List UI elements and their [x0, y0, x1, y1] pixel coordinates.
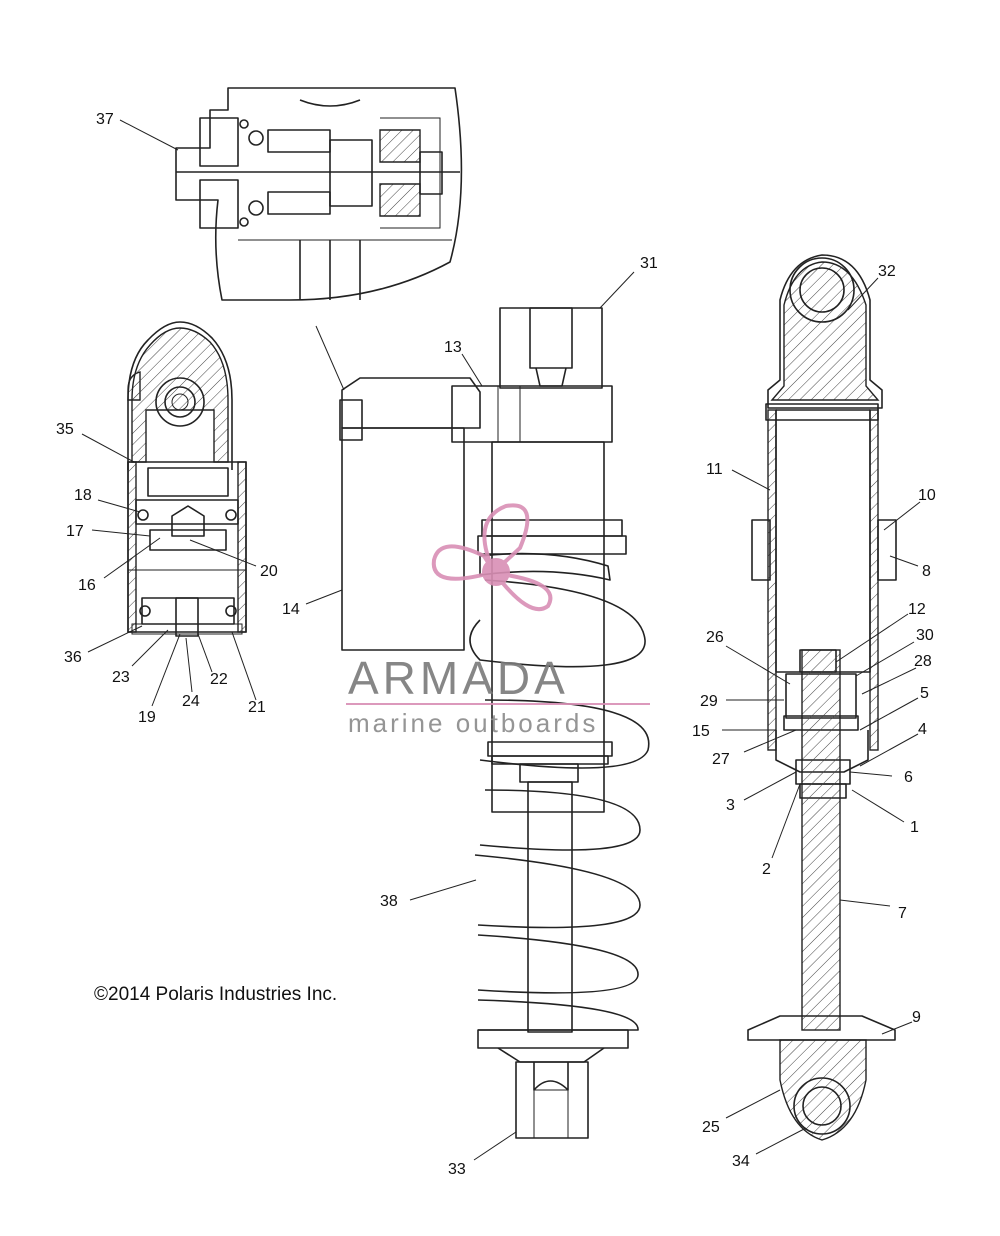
callout-8: 8 [922, 563, 931, 580]
callout-13: 13 [444, 339, 462, 356]
callout-19: 19 [138, 709, 156, 726]
callout-21: 21 [248, 699, 266, 716]
callout-4: 4 [918, 721, 927, 738]
callout-leaders [81, 119, 921, 1161]
callout-18: 18 [74, 487, 92, 504]
watermark-brand: ARMADA [348, 652, 569, 704]
callout-22: 22 [210, 671, 228, 688]
callout-7: 7 [898, 905, 907, 922]
callout-23: 23 [112, 669, 130, 686]
watermark-tagline: marine outboards [348, 708, 598, 738]
callout-25: 25 [702, 1119, 720, 1136]
copyright-notice: ©2014 Polaris Industries Inc. [94, 984, 337, 1005]
callout-29: 29 [700, 693, 718, 710]
callout-36: 36 [64, 649, 82, 666]
callout-26: 26 [706, 629, 724, 646]
callout-27: 27 [712, 751, 730, 768]
callout-24: 24 [182, 693, 200, 710]
callout-2: 2 [762, 861, 771, 878]
callout-3: 3 [726, 797, 735, 814]
callout-37: 37 [96, 111, 114, 128]
callout-10: 10 [918, 487, 936, 504]
callout-12: 12 [908, 601, 926, 618]
callout-32: 32 [878, 263, 896, 280]
reservoir-section [127, 321, 247, 637]
callout-labels: 37 31 13 32 35 18 17 16 20 11 10 8 14 12… [56, 111, 936, 1178]
valve-detail-inset [175, 87, 463, 391]
callout-15: 15 [692, 723, 710, 740]
callout-38: 38 [380, 893, 398, 910]
callout-5: 5 [920, 685, 929, 702]
callout-31: 31 [640, 255, 658, 272]
cutaway-shock [747, 254, 897, 1141]
callout-34: 34 [732, 1153, 750, 1170]
callout-35: 35 [56, 421, 74, 438]
callout-20: 20 [260, 563, 278, 580]
callout-28: 28 [914, 653, 932, 670]
callout-1: 1 [910, 819, 919, 836]
armada-watermark: ARMADA marine outboards [346, 503, 650, 738]
callout-6: 6 [904, 769, 913, 786]
callout-9: 9 [912, 1009, 921, 1026]
callout-14: 14 [282, 601, 300, 618]
callout-33: 33 [448, 1161, 466, 1178]
callout-16: 16 [78, 577, 96, 594]
assembled-shock [339, 307, 650, 1139]
callout-30: 30 [916, 627, 934, 644]
armada-logo-propeller-icon [431, 503, 553, 612]
callout-17: 17 [66, 523, 84, 540]
callout-11: 11 [706, 461, 723, 478]
